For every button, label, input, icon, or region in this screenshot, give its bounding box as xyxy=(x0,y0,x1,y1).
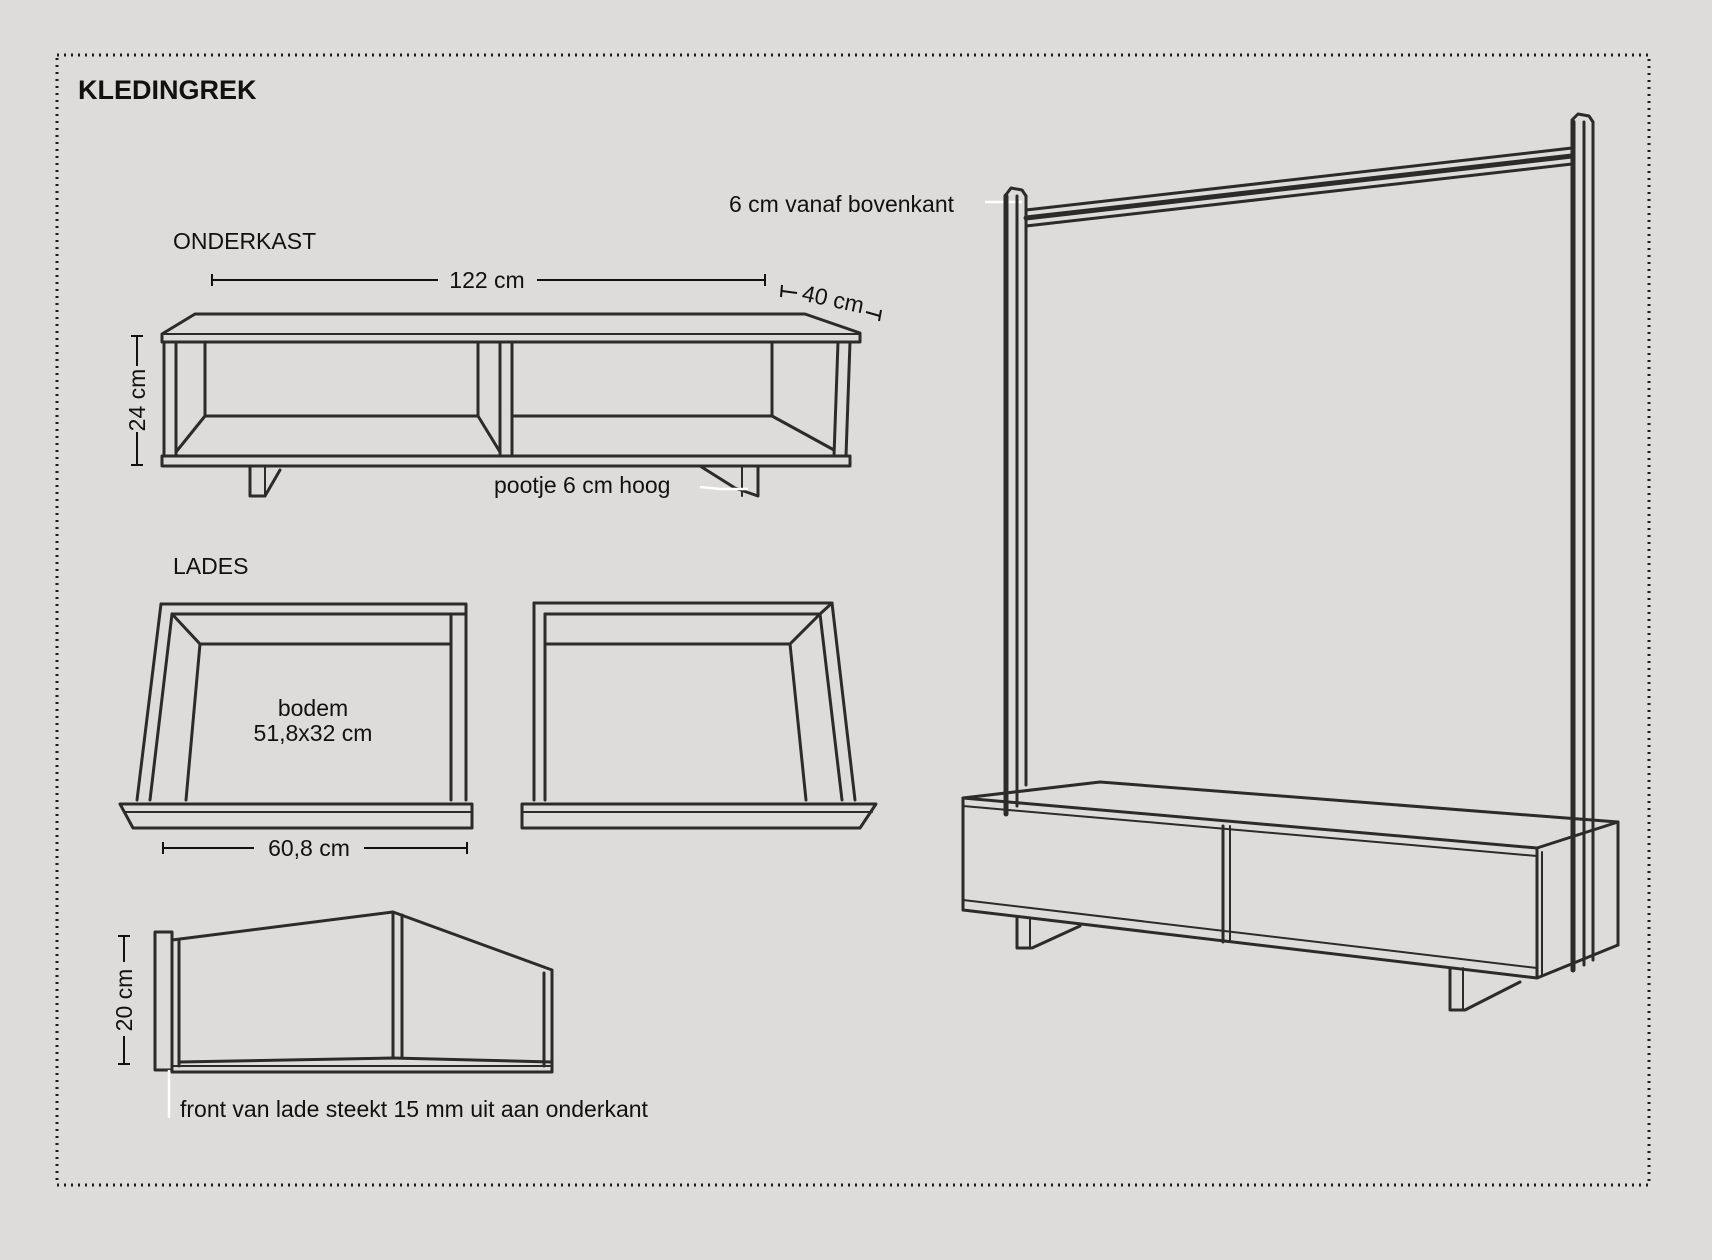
onderkast-drawing xyxy=(160,312,862,498)
annotation-bodem-line1: bodem xyxy=(278,695,348,721)
drawer-left-drawing xyxy=(118,602,474,830)
annotation-pootje: pootje 6 cm hoog xyxy=(494,472,670,498)
dimension-label-24: 24 cm xyxy=(124,369,150,432)
dimension-label-40: 40 cm xyxy=(800,280,867,318)
annotation-front: front van lade steekt 15 mm uit aan onde… xyxy=(180,1096,649,1122)
annotation-rail: 6 cm vanaf bovenkant xyxy=(729,191,955,217)
page-title: KLEDINGREK xyxy=(78,75,257,105)
dimension-height-drawer: 20 cm xyxy=(111,935,137,1065)
dimension-label-122: 122 cm xyxy=(449,267,524,293)
section-label-lades: LADES xyxy=(173,553,248,579)
rack-drawing xyxy=(961,112,1620,1012)
dimension-height-onderkast: 24 cm xyxy=(124,335,150,466)
dimension-label-20: 20 cm xyxy=(111,969,137,1032)
drawer-right-drawing xyxy=(520,601,878,830)
annotation-bodem-line2: 51,8x32 cm xyxy=(254,720,373,746)
drawer-side-drawing xyxy=(153,910,554,1074)
dotted-frame xyxy=(55,53,1651,1187)
dimension-width-drawer: 60,8 cm xyxy=(162,835,468,861)
section-label-onderkast: ONDERKAST xyxy=(173,228,316,254)
pootje-leader xyxy=(699,485,748,491)
dimension-width-onderkast: 122 cm xyxy=(211,267,766,293)
dimension-label-608: 60,8 cm xyxy=(268,835,350,861)
